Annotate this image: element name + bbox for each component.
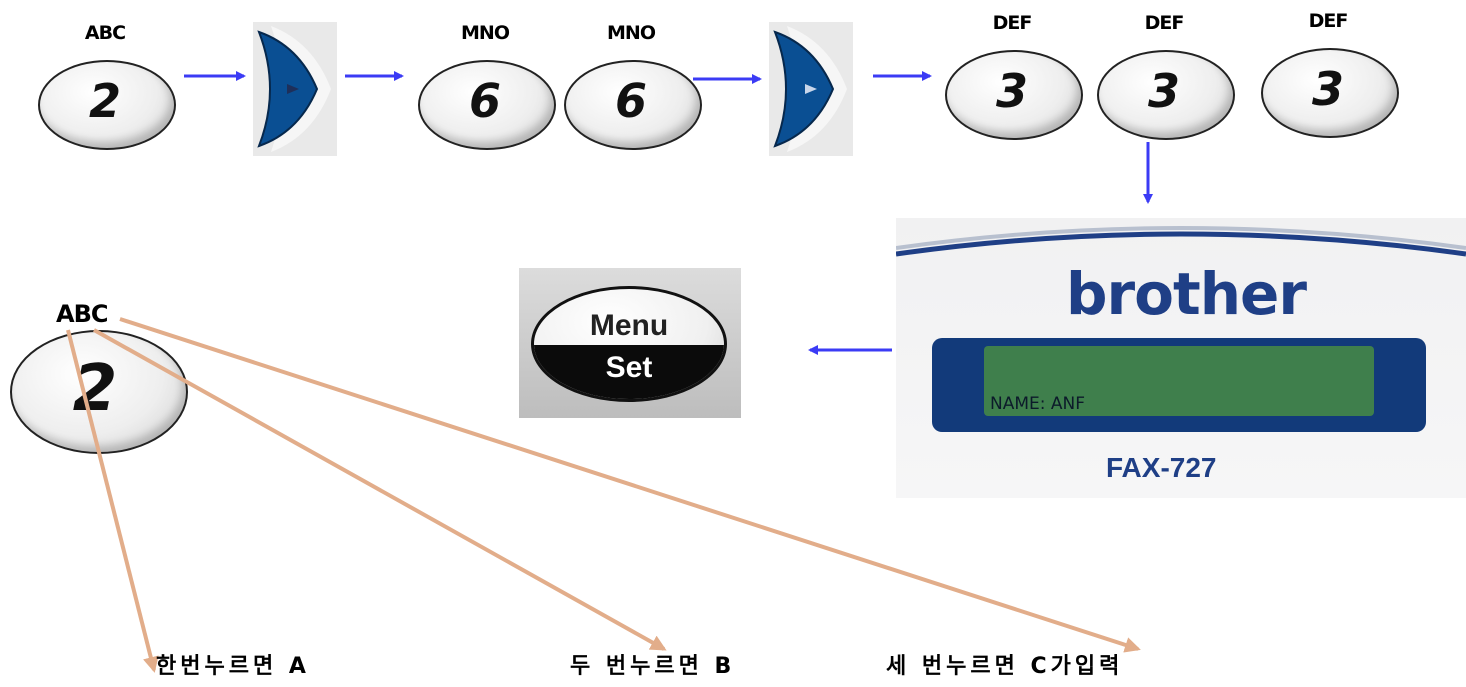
menu-set-oval: Menu Set bbox=[531, 286, 727, 402]
right-triangle-icon bbox=[805, 84, 817, 94]
key-body bbox=[418, 60, 556, 150]
lcd-frame: NAME: ANF bbox=[932, 338, 1426, 432]
key-digit: 2 bbox=[72, 352, 118, 426]
set-label: Set bbox=[605, 351, 653, 384]
key-letters: ABC bbox=[84, 22, 126, 44]
caption-press-once: 한번누르면 A bbox=[156, 654, 310, 679]
key-body bbox=[1261, 48, 1399, 138]
caption-press-thrice: 세 번누르면 C가입력 bbox=[886, 654, 1124, 679]
key-letters: ABC bbox=[56, 300, 108, 328]
key-digit: 3 bbox=[995, 64, 1028, 118]
right-arrow-button[interactable] bbox=[253, 22, 337, 156]
key-digit: 6 bbox=[614, 74, 647, 128]
caption-arrow bbox=[119, 317, 1141, 653]
key-letters: DEF bbox=[1144, 12, 1185, 34]
key-body bbox=[1097, 50, 1235, 140]
menu-set-button[interactable]: Menu Set bbox=[519, 268, 741, 418]
menu-set-dark-half bbox=[534, 345, 724, 399]
key-digit: 6 bbox=[468, 74, 501, 128]
menu-label: Menu bbox=[589, 309, 669, 342]
brand-logo: brother bbox=[1066, 260, 1307, 328]
lcd-text: NAME: ANF bbox=[990, 394, 1086, 414]
caption-arrow bbox=[66, 329, 159, 673]
key-body bbox=[38, 60, 176, 150]
right-arrow-button[interactable] bbox=[769, 22, 853, 156]
key-letters: MNO bbox=[607, 22, 656, 44]
key-3-def[interactable]: DEF 3 bbox=[937, 12, 1087, 142]
fax-control-panel: brother NAME: ANF FAX-727 bbox=[896, 218, 1466, 498]
key-digit: 3 bbox=[1147, 64, 1180, 118]
model-label: FAX-727 bbox=[1106, 452, 1217, 483]
lcd-display: NAME: ANF bbox=[984, 346, 1374, 416]
key-6-mno[interactable]: MNO 6 bbox=[410, 22, 560, 152]
key-letters: MNO bbox=[461, 22, 510, 44]
key-digit: 2 bbox=[88, 74, 121, 128]
caption-press-twice: 두 번누르면 B bbox=[570, 654, 736, 679]
arrow-button-shape bbox=[773, 30, 835, 148]
right-triangle-icon bbox=[287, 84, 299, 94]
key-digit: 3 bbox=[1311, 62, 1344, 116]
key-3-def[interactable]: DEF 3 bbox=[1089, 12, 1239, 142]
key-2-abc[interactable]: ABC 2 bbox=[30, 22, 180, 152]
caption-arrow bbox=[93, 328, 667, 651]
key-body bbox=[945, 50, 1083, 140]
key-3-def[interactable]: DEF 3 bbox=[1253, 10, 1403, 140]
key-letters: DEF bbox=[1308, 10, 1349, 32]
panel-top-curve bbox=[896, 226, 1466, 257]
key-body bbox=[564, 60, 702, 150]
key-letters: DEF bbox=[992, 12, 1033, 34]
key-6-mno[interactable]: MNO 6 bbox=[556, 22, 706, 152]
key-2-abc-large[interactable]: ABC 2 bbox=[6, 300, 196, 470]
key-body bbox=[10, 330, 188, 454]
